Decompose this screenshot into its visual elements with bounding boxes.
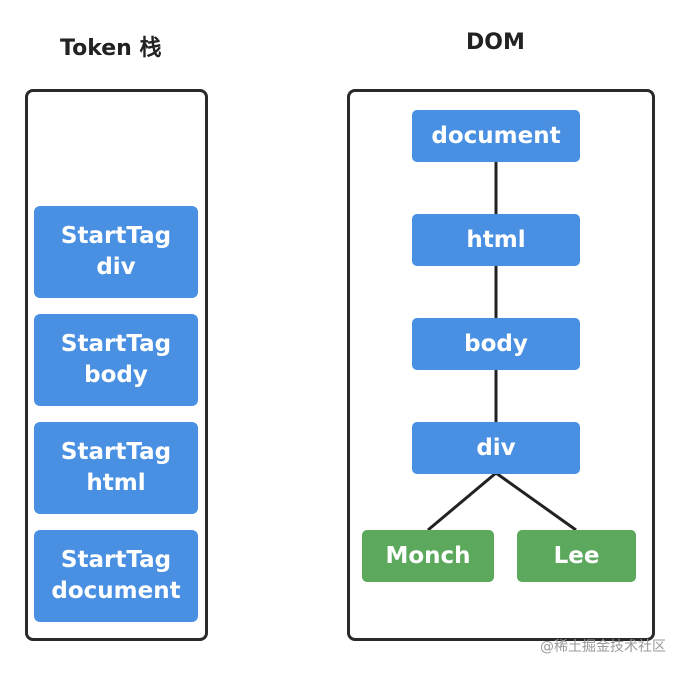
- dom-node-div: div: [412, 422, 580, 474]
- token-tag-label: html: [86, 470, 146, 496]
- token-item-div: StartTag div: [34, 206, 198, 298]
- token-stack-title: Token 栈: [60, 36, 162, 61]
- dom-tree-title: DOM: [466, 30, 525, 55]
- token-tag-label: div: [96, 254, 136, 280]
- dom-node-document: document: [412, 110, 580, 162]
- token-item-body: StartTag body: [34, 314, 198, 406]
- token-type-label: StartTag: [60, 331, 172, 357]
- token-tag-label: body: [84, 362, 148, 388]
- token-item-document: StartTag document: [34, 530, 198, 622]
- token-item-html: StartTag html: [34, 422, 198, 514]
- edge-div-lee: [495, 471, 577, 532]
- dom-node-lee: Lee: [517, 530, 636, 582]
- dom-node-monch: Monch: [362, 530, 494, 582]
- dom-node-body: body: [412, 318, 580, 370]
- token-type-label: StartTag: [60, 547, 172, 573]
- token-type-label: StartTag: [60, 439, 172, 465]
- dom-node-html: html: [412, 214, 580, 266]
- token-tag-label: document: [51, 578, 181, 604]
- edge-div-monch: [427, 471, 497, 532]
- token-type-label: StartTag: [60, 223, 172, 249]
- watermark: @稀土掘金技术社区: [540, 639, 666, 655]
